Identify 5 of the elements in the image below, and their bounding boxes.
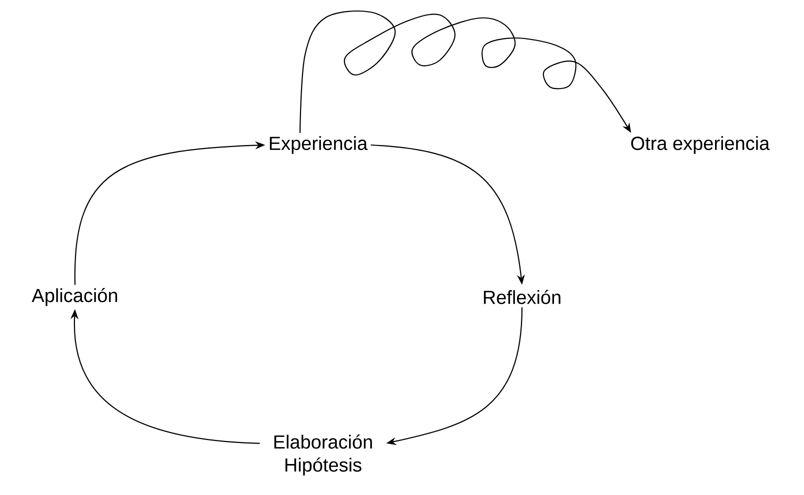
node-label: Reflexión: [484, 290, 560, 304]
node-label: Otra experiencia: [631, 136, 770, 154]
node-label: Elaboración Hipótesis: [274, 434, 372, 476]
node-label: Aplicación: [32, 288, 118, 306]
node-label: Experiencia: [270, 136, 368, 154]
